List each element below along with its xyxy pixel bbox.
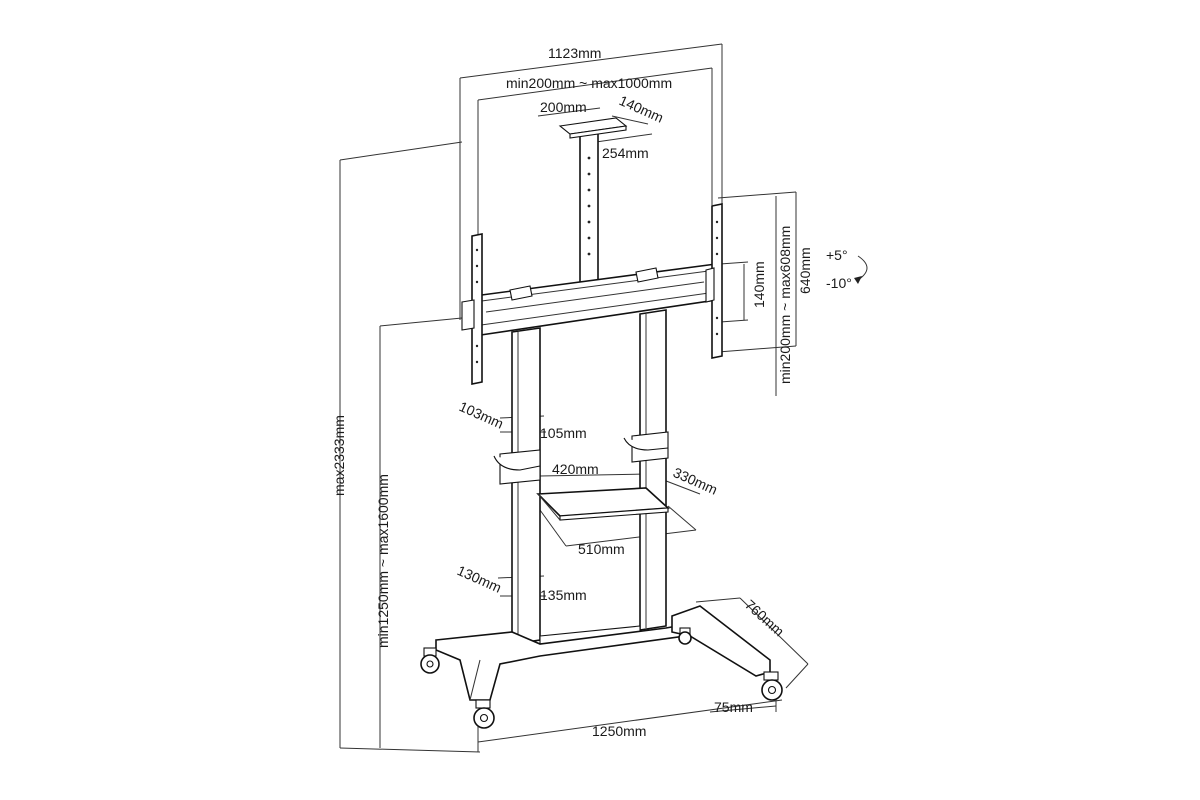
tilt-arrow-icon [854,255,868,284]
cart-drawing [420,117,868,729]
label-camera-shelf-span: 254mm [602,145,649,161]
label-overall-width: 1123mm [548,45,601,61]
caster-rear-left [473,699,495,729]
label-tilt-down: -10° [826,275,852,291]
left-column [493,327,541,645]
right-column [623,309,669,631]
label-lower-column-a: 130mm [455,562,504,596]
caster-rear-right [761,671,783,701]
label-max-height: max2333mm [331,415,347,496]
label-shelf-width: 420mm [552,461,599,477]
label-upper-column-b: 105mm [540,425,587,441]
label-camera-shelf-depth: 140mm [617,92,666,126]
label-bracket-height: 140mm [751,261,767,308]
label-foot-offset: 75mm [714,699,753,715]
base-left-foot [435,621,701,701]
caster-front-left [420,647,440,674]
camera-post [558,117,628,285]
base-right-foot [671,605,771,677]
label-mount-height: min1250mm ~ max1600mm [375,474,391,648]
label-camera-shelf-width: 200mm [540,99,587,115]
label-base-width: 1250mm [592,723,646,739]
label-vesa-width: min200mm ~ max1000mm [506,75,672,91]
label-vesa-height: min200mm ~ max608mm [777,226,793,384]
label-arm-height: 640mm [797,247,813,294]
label-shelf-span: 510mm [578,541,625,557]
left-vesa-arm [461,233,483,385]
label-upper-column-a: 103mm [457,398,506,432]
av-shelf [536,487,670,521]
label-base-depth: 760mm [742,596,787,639]
caster-front-right [678,627,692,645]
right-vesa-arm [705,203,723,359]
label-tilt-up: +5° [826,247,848,263]
label-lower-column-b: 135mm [540,587,587,603]
